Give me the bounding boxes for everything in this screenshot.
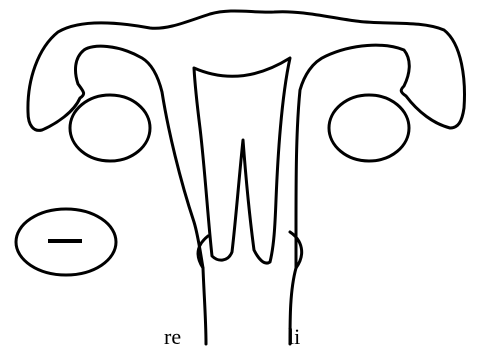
uterine-cavity: [194, 58, 290, 263]
right-side-label: re: [164, 326, 181, 348]
right-ovary: [70, 95, 150, 161]
left-side-label: li: [288, 326, 300, 348]
left-ovary: [329, 95, 409, 161]
